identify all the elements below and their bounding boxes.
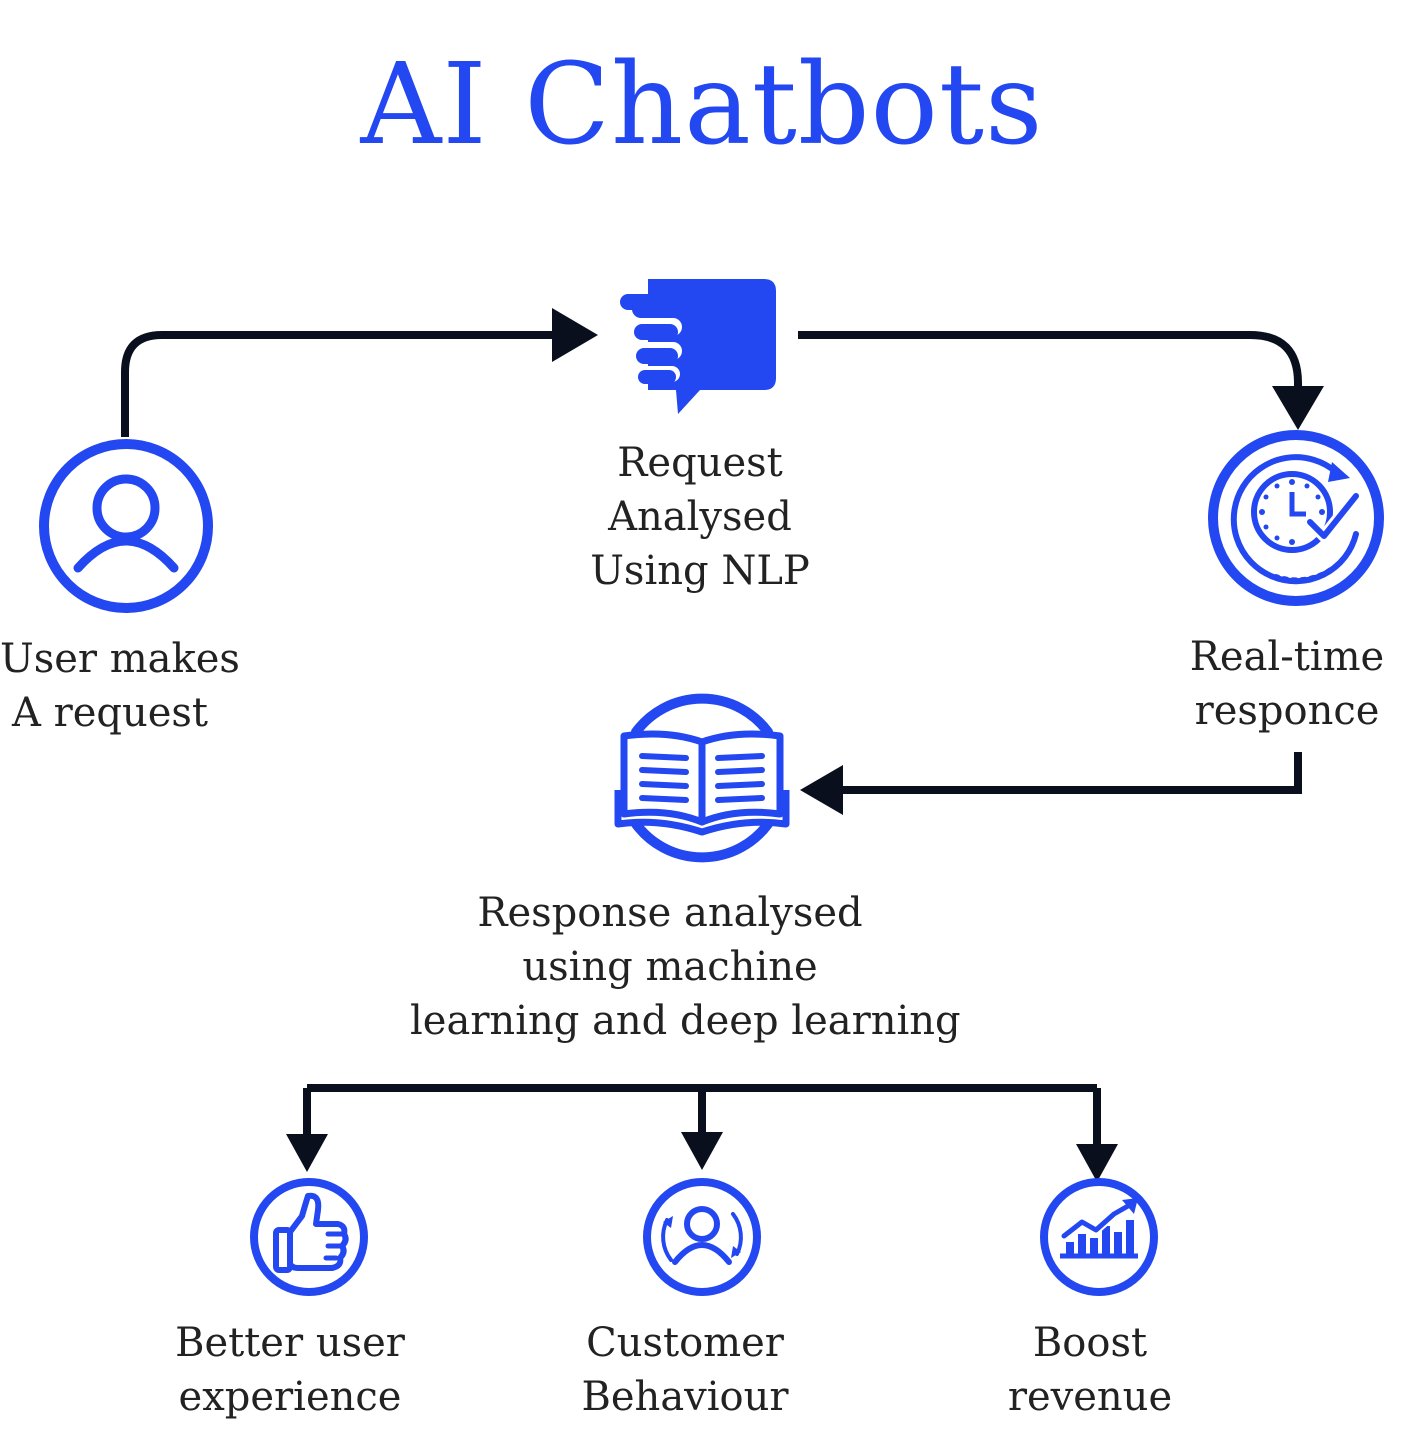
connector-user-to-nlp	[121, 331, 555, 437]
nlp-label: Request Analysed Using NLP	[590, 440, 810, 594]
revenue-label: Boost revenue	[1007, 1320, 1173, 1420]
ux-label: Better user experience	[175, 1320, 405, 1420]
chat-bubble-icon	[620, 279, 776, 414]
ml-label: Response analysed using machine learning…	[410, 890, 961, 1044]
growth-chart-icon	[1040, 1178, 1158, 1296]
thumbs-up-icon	[250, 1178, 368, 1296]
user-icon	[39, 439, 213, 613]
connector-nlp-to-realtime	[798, 331, 1302, 392]
arrowhead-to-ml	[800, 765, 843, 815]
diagram-title: AI Chatbots	[360, 40, 1044, 170]
arrowhead-to-realtime	[1272, 386, 1324, 430]
behaviour-label: Customer Behaviour	[581, 1320, 789, 1420]
customer-cycle-icon	[643, 1178, 761, 1296]
connector-realtime-to-ml	[840, 752, 1302, 794]
arrowhead-to-nlp	[552, 308, 598, 362]
arrowhead-to-behaviour	[681, 1132, 723, 1170]
arrowhead-to-ux	[286, 1134, 328, 1172]
open-book-icon	[614, 693, 790, 863]
realtime-label: Real-time responce	[1189, 634, 1385, 734]
user-label: User makes A request	[0, 636, 240, 736]
arrowhead-to-revenue	[1076, 1144, 1118, 1182]
clock-check-icon	[1208, 430, 1384, 606]
